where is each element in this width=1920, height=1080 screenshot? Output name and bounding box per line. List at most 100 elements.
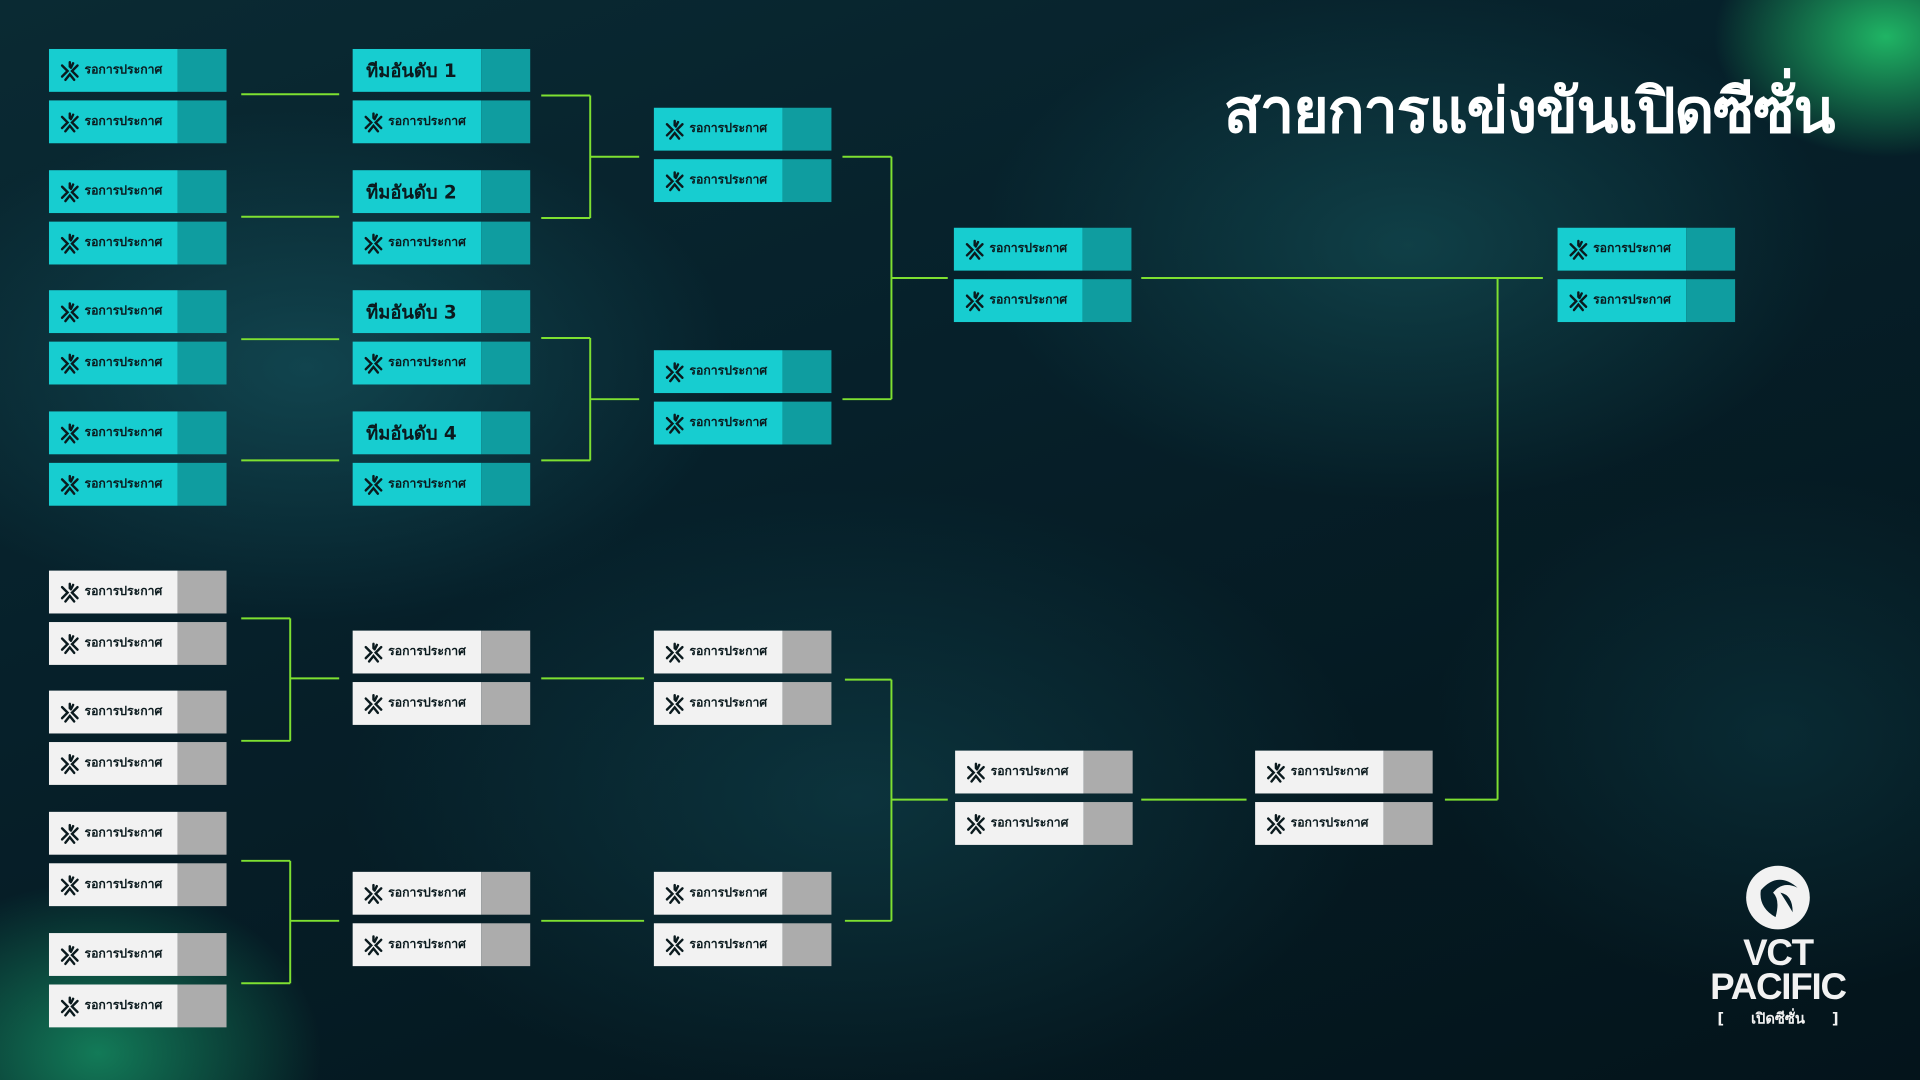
team-slot[interactable]: รอการประกาศ [1255,750,1433,794]
vct-icon [60,301,79,322]
team-name-cell: ทีมอันดับ 3 [352,290,482,334]
vct-icon [965,290,984,311]
team-slot[interactable]: รอการประกาศ [48,411,227,455]
team-slot[interactable]: ทีมอันดับ 2 [352,170,531,214]
score-cell [782,401,832,445]
vct-icon [364,883,383,904]
team-slot[interactable]: รอการประกาศ [48,341,227,385]
team-slot[interactable]: รอการประกาศ [48,811,227,855]
team-slot[interactable]: รอการประกาศ [352,923,531,967]
team-slot[interactable]: รอการประกาศ [48,290,227,334]
team-slot[interactable]: รอการประกาศ [653,682,832,725]
team-slot[interactable]: รอการประกาศ [653,159,832,203]
score-cell [177,411,227,455]
score-cell [481,682,531,725]
vct-icon [665,170,684,191]
team-slot[interactable]: รอการประกาศ [48,570,227,614]
team-slot[interactable]: รอการประกาศ [48,462,227,506]
team-slot[interactable]: รอการประกาศ [48,933,227,976]
team-slot[interactable]: รอการประกาศ [1557,279,1736,323]
team-name-cell: รอการประกาศ [48,811,178,855]
team-slot[interactable]: รอการประกาศ [955,750,1133,794]
team-name: รอการประกาศ [84,636,163,651]
score-cell [1083,750,1133,794]
team-slot[interactable]: รอการประกาศ [48,100,227,144]
team-slot[interactable]: ทีมอันดับ 4 [352,411,531,455]
vct-icon [364,111,383,132]
vct-icon [60,60,79,81]
team-name-cell: รอการประกาศ [653,923,783,967]
team-name-cell: รอการประกาศ [48,48,178,92]
team-slot[interactable]: รอการประกาศ [352,341,531,385]
team-slot[interactable]: รอการประกาศ [953,227,1132,271]
team-slot[interactable]: รอการประกาศ [352,462,531,506]
score-cell [481,221,531,265]
team-name-cell: รอการประกาศ [352,221,482,265]
vct-icon [364,353,383,374]
score-cell [782,159,832,203]
score-cell [177,622,227,665]
team-slot[interactable]: รอการประกาศ [48,221,227,265]
team-slot[interactable]: รอการประกาศ [653,107,832,151]
vct-pacific-logo: VCT PACIFIC [เปิดซีซั่น] [1680,863,1876,1031]
team-name: รอการประกาศ [84,63,163,78]
team-slot[interactable]: รอการประกาศ [352,221,531,265]
team-slot[interactable]: รอการประกาศ [48,690,227,734]
team-slot[interactable]: ทีมอันดับ 1 [352,48,531,92]
team-slot[interactable]: รอการประกาศ [653,350,832,394]
team-slot[interactable]: รอการประกาศ [653,871,832,915]
team-slot[interactable]: รอการประกาศ [1557,227,1736,271]
team-name-cell: รอการประกาศ [1557,279,1687,323]
logo-tag: เปิดซีซั่น [1751,1010,1805,1028]
team-name-cell: รอการประกาศ [352,630,482,674]
team-name-cell: รอการประกาศ [352,682,482,725]
score-cell [1686,227,1736,271]
team-name: รอการประกาศ [388,236,466,250]
team-name: รอการประกาศ [990,765,1069,779]
team-name-cell: รอการประกาศ [48,290,178,334]
team-slot[interactable]: ทีมอันดับ 3 [352,290,531,334]
vct-icon [60,753,79,774]
team-name: รอการประกาศ [84,756,163,771]
score-cell [177,742,227,785]
team-name-cell: รอการประกาศ [352,923,482,967]
team-name-cell: รอการประกาศ [352,871,482,915]
team-slot[interactable]: รอการประกาศ [48,863,227,907]
team-name-cell: รอการประกาศ [953,227,1083,271]
team-slot[interactable]: รอการประกาศ [48,622,227,665]
team-slot[interactable]: รอการประกาศ [352,871,531,915]
team-name-cell: รอการประกาศ [352,462,482,506]
score-cell [177,690,227,734]
team-name: ทีมอันดับ 4 [366,421,457,444]
team-slot[interactable]: รอการประกาศ [352,100,531,144]
team-name-cell: รอการประกาศ [953,279,1083,323]
score-cell [177,462,227,506]
team-slot[interactable]: รอการประกาศ [48,48,227,92]
team-slot[interactable]: รอการประกาศ [352,630,531,674]
team-name: รอการประกาศ [388,937,466,952]
team-slot[interactable]: รอการประกาศ [352,682,531,725]
vct-icon [60,353,79,374]
team-slot[interactable]: รอการประกาศ [653,630,832,674]
team-slot[interactable]: รอการประกาศ [653,401,832,445]
team-name: รอการประกาศ [689,173,768,188]
score-cell [481,411,531,455]
team-slot[interactable]: รอการประกาศ [48,984,227,1028]
vct-icon [60,582,79,603]
team-slot[interactable]: รอการประกาศ [48,170,227,214]
team-slot[interactable]: รอการประกาศ [48,742,227,785]
logo-vct: VCT [1743,933,1814,974]
team-name: รอการประกาศ [1290,816,1369,831]
team-slot[interactable]: รอการประกาศ [653,923,832,967]
team-slot[interactable]: รอการประกาศ [955,802,1133,845]
score-cell [177,221,227,265]
team-slot[interactable]: รอการประกาศ [953,279,1132,323]
team-name: รอการประกาศ [989,242,1068,256]
team-name: รอการประกาศ [689,645,768,659]
team-name-cell: รอการประกาศ [48,984,178,1028]
vct-icon [665,413,684,434]
team-slot[interactable]: รอการประกาศ [1255,802,1433,845]
vct-icon [60,233,79,254]
team-name: รอการประกาศ [388,477,466,492]
team-name: รอการประกาศ [1593,293,1671,308]
